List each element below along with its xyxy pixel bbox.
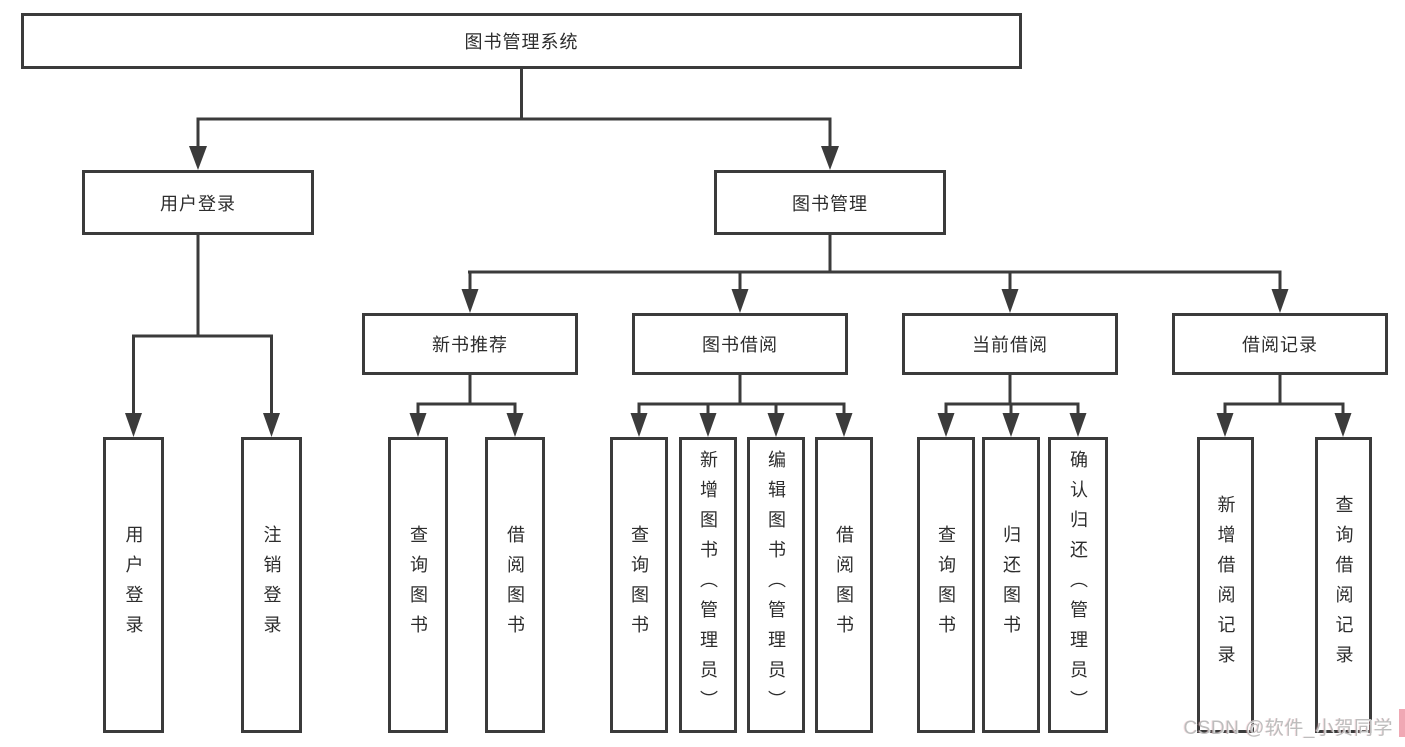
arrow-down-icon bbox=[506, 413, 524, 437]
arrow-down-icon bbox=[731, 289, 749, 313]
leaf-borrow-books-newbook: 借阅图书 bbox=[485, 437, 545, 733]
connector-borrow-record-group bbox=[1223, 375, 1345, 417]
leaf-logout: 注销登录 bbox=[241, 437, 302, 733]
arrow-down-icon bbox=[630, 413, 648, 437]
arrow-down-icon bbox=[1271, 289, 1289, 313]
arrow-down-icon bbox=[1001, 289, 1019, 313]
arrow-down-icon bbox=[1069, 413, 1087, 437]
leaf-user-login: 用户登录 bbox=[103, 437, 164, 733]
node-new-book-recommend: 新书推荐 bbox=[362, 313, 578, 375]
arrow-down-icon bbox=[461, 289, 479, 313]
connector-user-login-branch bbox=[132, 235, 273, 417]
node-book-borrowing: 图书借阅 bbox=[632, 313, 848, 375]
connector-root-to-level2 bbox=[196, 69, 832, 150]
leaf-query-borrow-record: 查询借阅记录 bbox=[1315, 437, 1372, 733]
arrow-down-icon bbox=[263, 413, 280, 437]
leaf-borrow-books-borrowing: 借阅图书 bbox=[815, 437, 873, 733]
connector-book-management-branch bbox=[468, 235, 1282, 294]
leaf-edit-books-admin: 编辑图书（管理员） bbox=[747, 437, 805, 733]
leaf-add-books-admin: 新增图书（管理员） bbox=[679, 437, 737, 733]
leaf-add-borrow-record: 新增借阅记录 bbox=[1197, 437, 1254, 733]
node-book-management: 图书管理 bbox=[714, 170, 946, 235]
node-user-login: 用户登录 bbox=[82, 170, 314, 235]
arrow-down-icon bbox=[937, 413, 955, 437]
arrow-down-icon bbox=[821, 146, 839, 170]
leaf-return-books: 归还图书 bbox=[982, 437, 1040, 733]
node-root-library-management-system: 图书管理系统 bbox=[21, 13, 1022, 69]
leaf-query-books-current: 查询图书 bbox=[917, 437, 975, 733]
arrow-down-icon bbox=[1334, 413, 1352, 437]
node-borrowing-records: 借阅记录 bbox=[1172, 313, 1388, 375]
arrow-down-icon bbox=[125, 413, 142, 437]
leaf-query-books-borrowing: 查询图书 bbox=[610, 437, 668, 733]
connector-book-borrow-group bbox=[637, 375, 846, 417]
leaf-query-books-newbook: 查询图书 bbox=[388, 437, 448, 733]
arrow-down-icon bbox=[1216, 413, 1234, 437]
connector-new-book-group bbox=[416, 375, 517, 417]
arrow-down-icon bbox=[835, 413, 853, 437]
connector-current-borrow-group bbox=[944, 375, 1080, 417]
watermark-accent bbox=[1399, 709, 1405, 737]
arrow-down-icon bbox=[189, 146, 207, 170]
arrowheads bbox=[125, 146, 1352, 437]
arrow-down-icon bbox=[699, 413, 717, 437]
watermark: CSDN @软件_小贺同学 bbox=[1183, 718, 1393, 739]
arrow-down-icon bbox=[1002, 413, 1020, 437]
node-current-borrowing: 当前借阅 bbox=[902, 313, 1118, 375]
arrow-down-icon bbox=[767, 413, 785, 437]
arrow-down-icon bbox=[409, 413, 427, 437]
leaf-confirm-return-admin: 确认归还（管理员） bbox=[1048, 437, 1108, 733]
